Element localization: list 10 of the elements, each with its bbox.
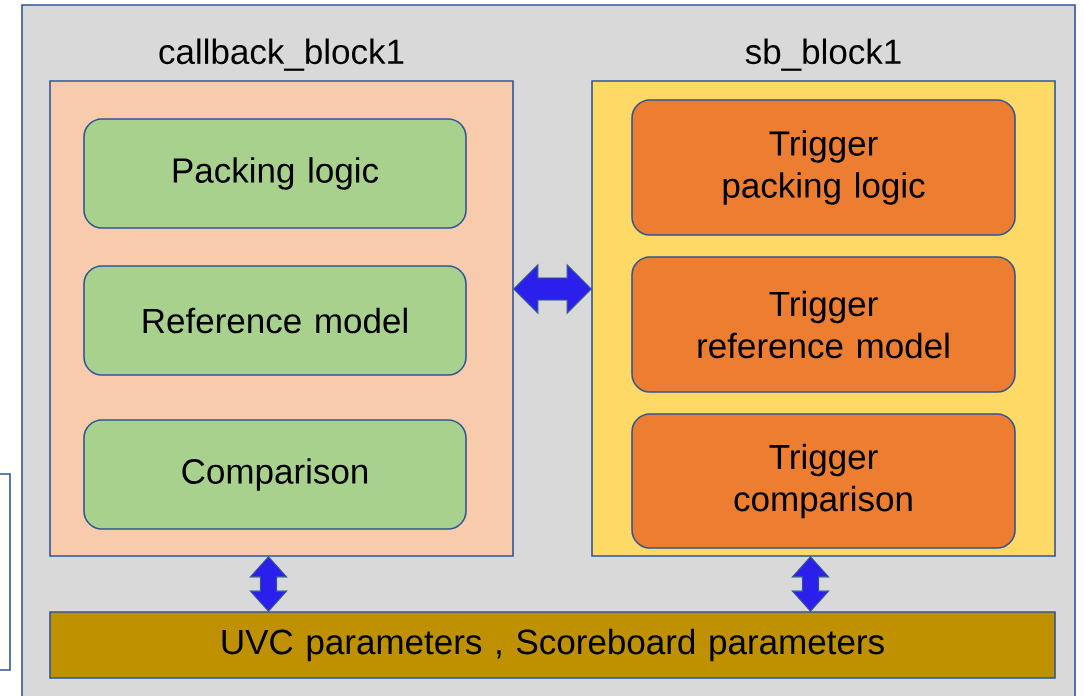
process-box: Reference model <box>83 265 467 376</box>
process-box: Packing logic <box>83 118 467 229</box>
block-heading: callback_block1 <box>159 38 404 71</box>
process-box: Comparison <box>83 419 467 530</box>
process-box: Trigger reference model <box>631 256 1016 393</box>
process-box: Trigger comparison <box>631 413 1016 549</box>
parameter-bar: UVC parameters , Scoreboard parameters <box>49 611 1056 679</box>
box <box>0 473 11 671</box>
block-heading: sb_block1 <box>745 38 901 71</box>
process-box: Trigger packing logic <box>631 99 1016 236</box>
